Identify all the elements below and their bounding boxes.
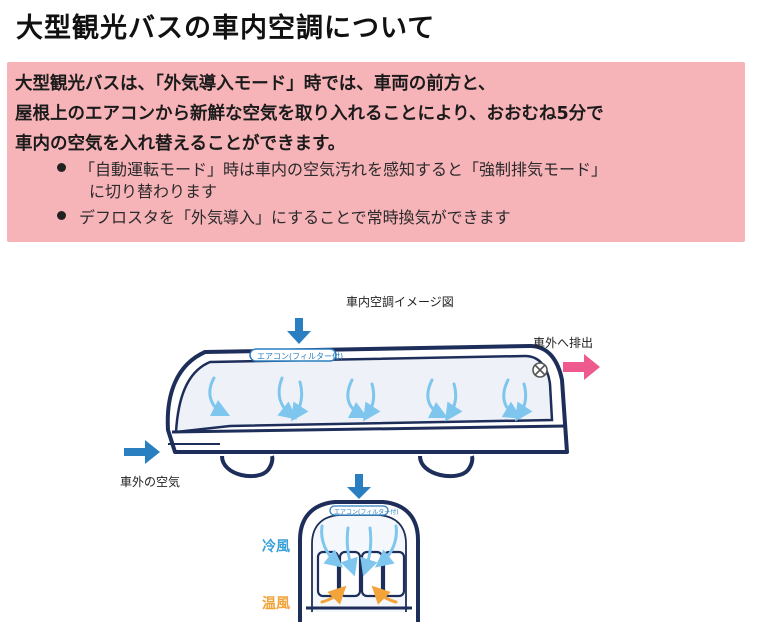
lead-line-3: 車内の空気を入れ替えることができます。 xyxy=(15,134,346,154)
intake-label: 車外の空気 xyxy=(120,475,181,489)
exhaust-label: 車外へ排出 xyxy=(533,336,594,350)
ac-unit xyxy=(249,348,337,362)
bullet-1-line-2: に切り替わります xyxy=(89,182,218,201)
ac-unit-label: エアコン(フィルター付) xyxy=(257,352,344,361)
front-intake-arrow xyxy=(124,440,160,464)
cool-air-label: 冷風 xyxy=(262,539,290,555)
bullet-2-line-1: デフロスタを「外気導入」にすることで常時換気ができます xyxy=(79,208,511,227)
info-box: 大型観光バスは、「外気導入モード」時では、車両の前方と、 屋根上のエアコンから新… xyxy=(7,62,745,242)
bus-cross-section xyxy=(298,500,420,622)
lower-intake-arrow xyxy=(347,474,371,499)
exhaust-fan-icon xyxy=(532,362,548,378)
warm-air-label: 温風 xyxy=(262,596,290,612)
bus-side-view xyxy=(165,344,569,479)
bullet-dot xyxy=(57,211,66,220)
bullet-dot xyxy=(57,163,66,172)
exhaust-arrow xyxy=(563,354,600,380)
roof-intake-arrow xyxy=(287,318,311,344)
lead-line-1: 大型観光バスは、「外気導入モード」時では、車両の前方と、 xyxy=(15,74,496,94)
bullet-1-line-1: 「自動運転モード」時は車内の空気汚れを感知すると「強制排気モード」 xyxy=(79,160,608,179)
lead-line-2: 屋根上のエアコンから新鮮な空気を取り入れることにより、おおむね5分で xyxy=(15,104,604,124)
diagram-title: 車内空調イメージ図 xyxy=(346,295,454,309)
page-title: 大型観光バスの車内空調について xyxy=(16,13,436,44)
ac-unit-label-small: エアコン(フィルター付) xyxy=(334,509,399,516)
